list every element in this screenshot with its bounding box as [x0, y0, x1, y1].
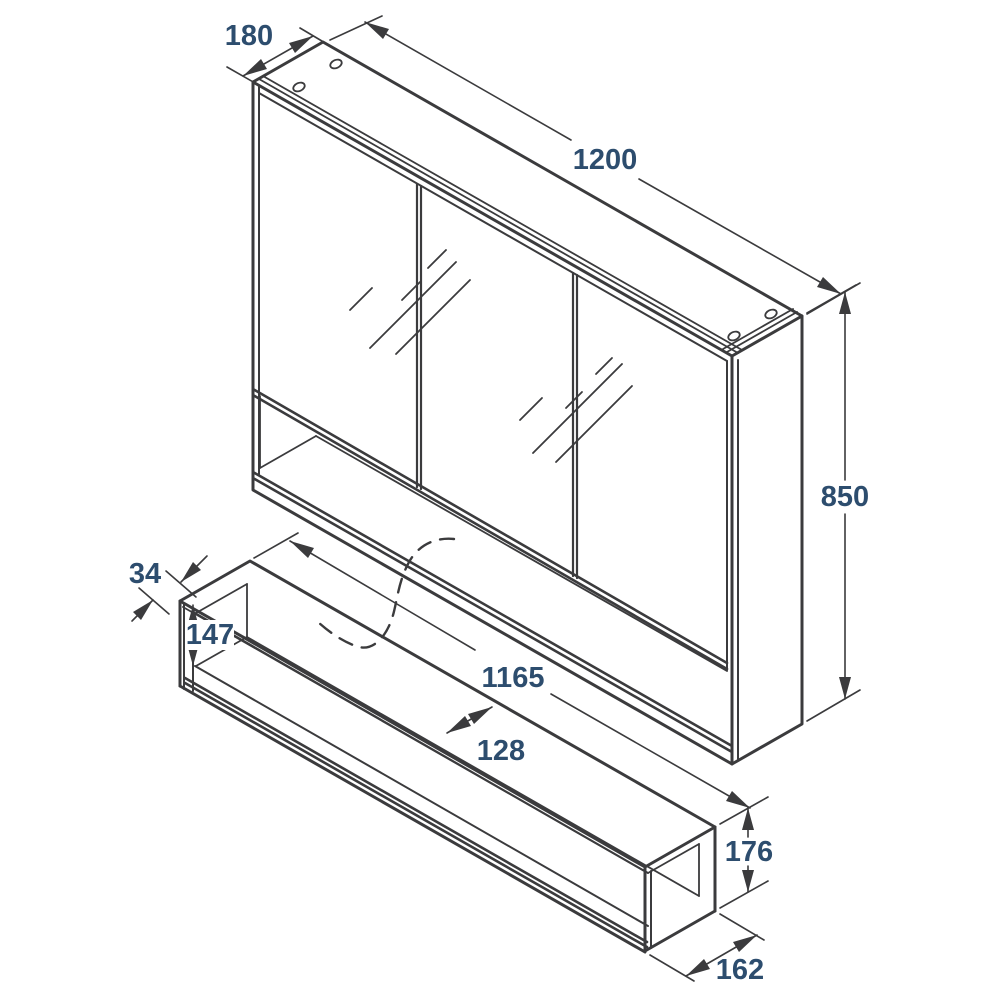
cabinet-bottom-band [251, 470, 734, 754]
screw-hole [727, 330, 741, 342]
screw-hole [764, 308, 778, 320]
shelf-bottom-band [183, 676, 649, 949]
dim-label-shelf-height: 176 [725, 836, 773, 868]
cabinet-top-band [258, 75, 743, 354]
shelf-interior-lines [195, 583, 700, 897]
shelf-bottom-outer-edge [178, 684, 647, 954]
break-curve [316, 537, 456, 649]
dim-label-cabinet-width: 1200 [573, 144, 638, 176]
dimension-arrowheads [133, 22, 851, 976]
dim-label-shelf-panel-thickness: 34 [129, 558, 161, 590]
shelf-opening-top-edge [194, 612, 649, 874]
dimension-labels: 180 1200 850 34 147 1165 128 176 162 [129, 20, 869, 986]
shelf-top-face [178, 559, 717, 869]
screw-holes [292, 58, 778, 342]
shelf-drawing [178, 559, 717, 954]
shelf-floor-front-edge [194, 665, 649, 927]
niche-interior [259, 395, 728, 672]
dim-label-cabinet-depth: 180 [225, 20, 273, 52]
cabinet-door-top-line [258, 92, 728, 362]
dim-label-cabinet-height: 850 [821, 481, 869, 513]
mirror-reflection-marks-left [349, 249, 471, 355]
dim-label-shelf-inner-height: 147 [186, 619, 234, 651]
dim-shelf-width [253, 532, 769, 825]
cabinet-top-right-band [722, 308, 798, 353]
dim-label-shelf-inner-depth: 128 [477, 735, 525, 767]
door-divider-right [571, 271, 579, 580]
door-divider-left [415, 182, 423, 491]
dim-label-shelf-width: 1165 [482, 662, 545, 694]
dim-label-shelf-depth: 162 [716, 954, 764, 986]
door-bottom-edge [251, 387, 729, 671]
screw-hole [329, 58, 343, 70]
cabinet-top-right-edge [730, 314, 804, 358]
cabinet-outline [251, 40, 804, 766]
label-mask [186, 620, 234, 650]
mirror-reflection-marks-right [519, 357, 633, 463]
screw-hole [292, 81, 306, 93]
cabinet-drawing [251, 40, 804, 766]
shelf-bottom-right-edge [643, 909, 717, 953]
dim-cabinet-height [806, 282, 861, 722]
cabinet-front-top-edge [251, 80, 734, 358]
